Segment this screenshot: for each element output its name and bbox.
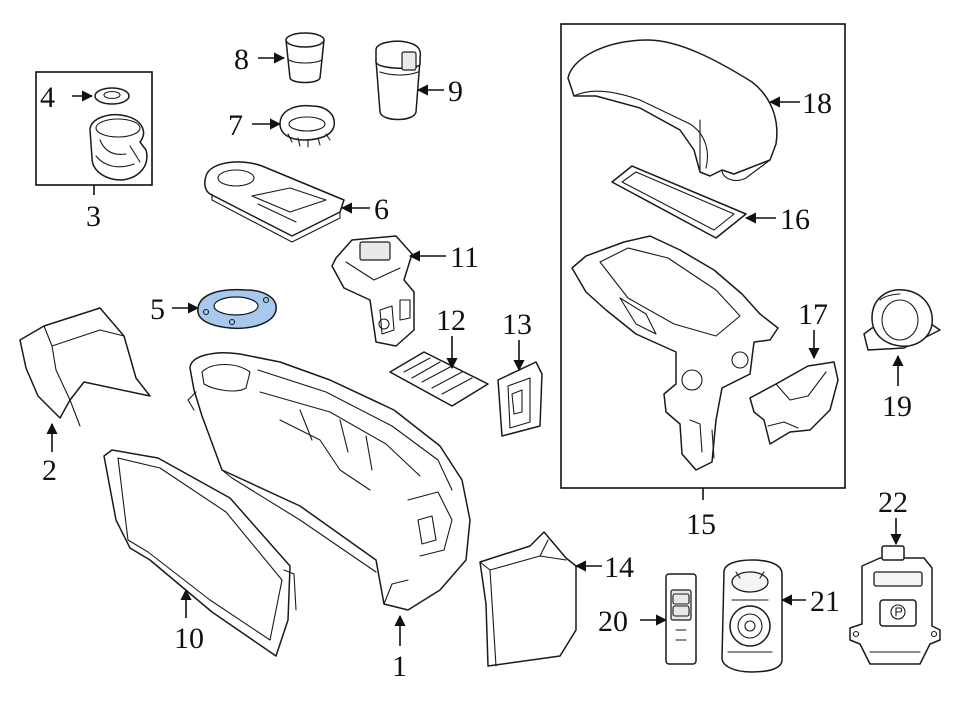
callout-3: 3 — [86, 200, 101, 233]
callout-13: 13 — [502, 308, 532, 341]
callout-22: 22 — [878, 486, 908, 519]
callout-5: 5 — [150, 293, 165, 326]
part-11-bracket[interactable] — [331, 235, 415, 347]
part-1-console-body[interactable] — [187, 352, 471, 611]
part-2-side-trim[interactable] — [19, 307, 151, 427]
callout-21: 21 — [810, 585, 840, 618]
group-15-box — [560, 23, 846, 500]
callout-7: 7 — [228, 109, 243, 142]
part-4-cap[interactable] — [94, 87, 130, 105]
callout-6: 6 — [374, 193, 389, 226]
callout-12: 12 — [436, 304, 466, 337]
callout-8: 8 — [234, 43, 249, 76]
part-19-tape-roll[interactable] — [863, 289, 941, 351]
part-20-switch[interactable] — [665, 573, 697, 665]
part-15-storage-bin[interactable] — [571, 235, 779, 471]
part-9-bottle-holder[interactable] — [375, 40, 422, 121]
leader-lines — [46, 52, 904, 646]
callout-17: 17 — [798, 298, 828, 331]
part-14-rear-panel[interactable] — [479, 531, 577, 667]
part-7-ring[interactable] — [279, 104, 335, 148]
callout-20: 20 — [598, 605, 628, 638]
callout-1: 1 — [392, 650, 407, 683]
callout-4: 4 — [40, 81, 55, 114]
part-21-controller[interactable] — [721, 559, 783, 673]
part-22-brake-switch[interactable] — [849, 545, 941, 665]
part-5-seal[interactable] — [197, 288, 277, 330]
callout-19: 19 — [882, 390, 912, 423]
callout-18: 18 — [802, 87, 832, 120]
part-12-mat[interactable] — [389, 351, 489, 407]
callout-labels: 4 3 8 7 9 6 11 5 12 13 2 10 1 14 15 18 1… — [40, 43, 912, 683]
part-17-small-bracket[interactable] — [749, 361, 839, 445]
group-3-box — [35, 71, 153, 195]
part-8-cup[interactable] — [285, 32, 325, 84]
part-6-tray[interactable] — [204, 161, 345, 243]
callout-14: 14 — [604, 551, 634, 584]
part-18-armrest-lid[interactable] — [567, 39, 778, 181]
part-3-cup-holder[interactable] — [89, 114, 148, 181]
part-10-side-panel[interactable] — [103, 449, 297, 657]
callout-11: 11 — [450, 241, 479, 274]
callout-10: 10 — [174, 622, 204, 655]
callout-9: 9 — [448, 75, 463, 108]
part-13-clip[interactable] — [497, 361, 543, 437]
callout-2: 2 — [42, 454, 57, 487]
callout-16: 16 — [780, 203, 810, 236]
callout-15: 15 — [686, 508, 716, 541]
